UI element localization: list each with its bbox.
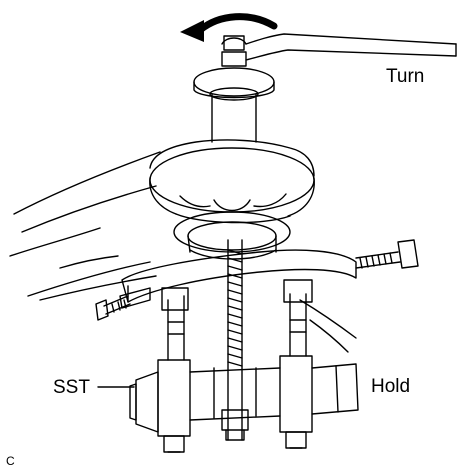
hold-label: Hold	[371, 376, 411, 397]
strut-mount	[149, 139, 315, 260]
shock-absorber-rod	[193, 35, 275, 143]
sst-holding-plate	[129, 363, 359, 433]
sst-crossbar	[119, 249, 357, 309]
side-bolt-right	[355, 239, 419, 269]
center-screw	[221, 239, 249, 441]
sst-right-arm	[279, 279, 313, 449]
figure-code-label: C	[6, 454, 15, 468]
sst-left-arm	[157, 287, 191, 453]
turn-arrow	[180, 13, 278, 42]
wrench	[221, 33, 457, 61]
turn-label: Turn	[386, 66, 425, 87]
sst-label: SST	[53, 377, 90, 398]
side-bolt-left	[95, 295, 131, 321]
